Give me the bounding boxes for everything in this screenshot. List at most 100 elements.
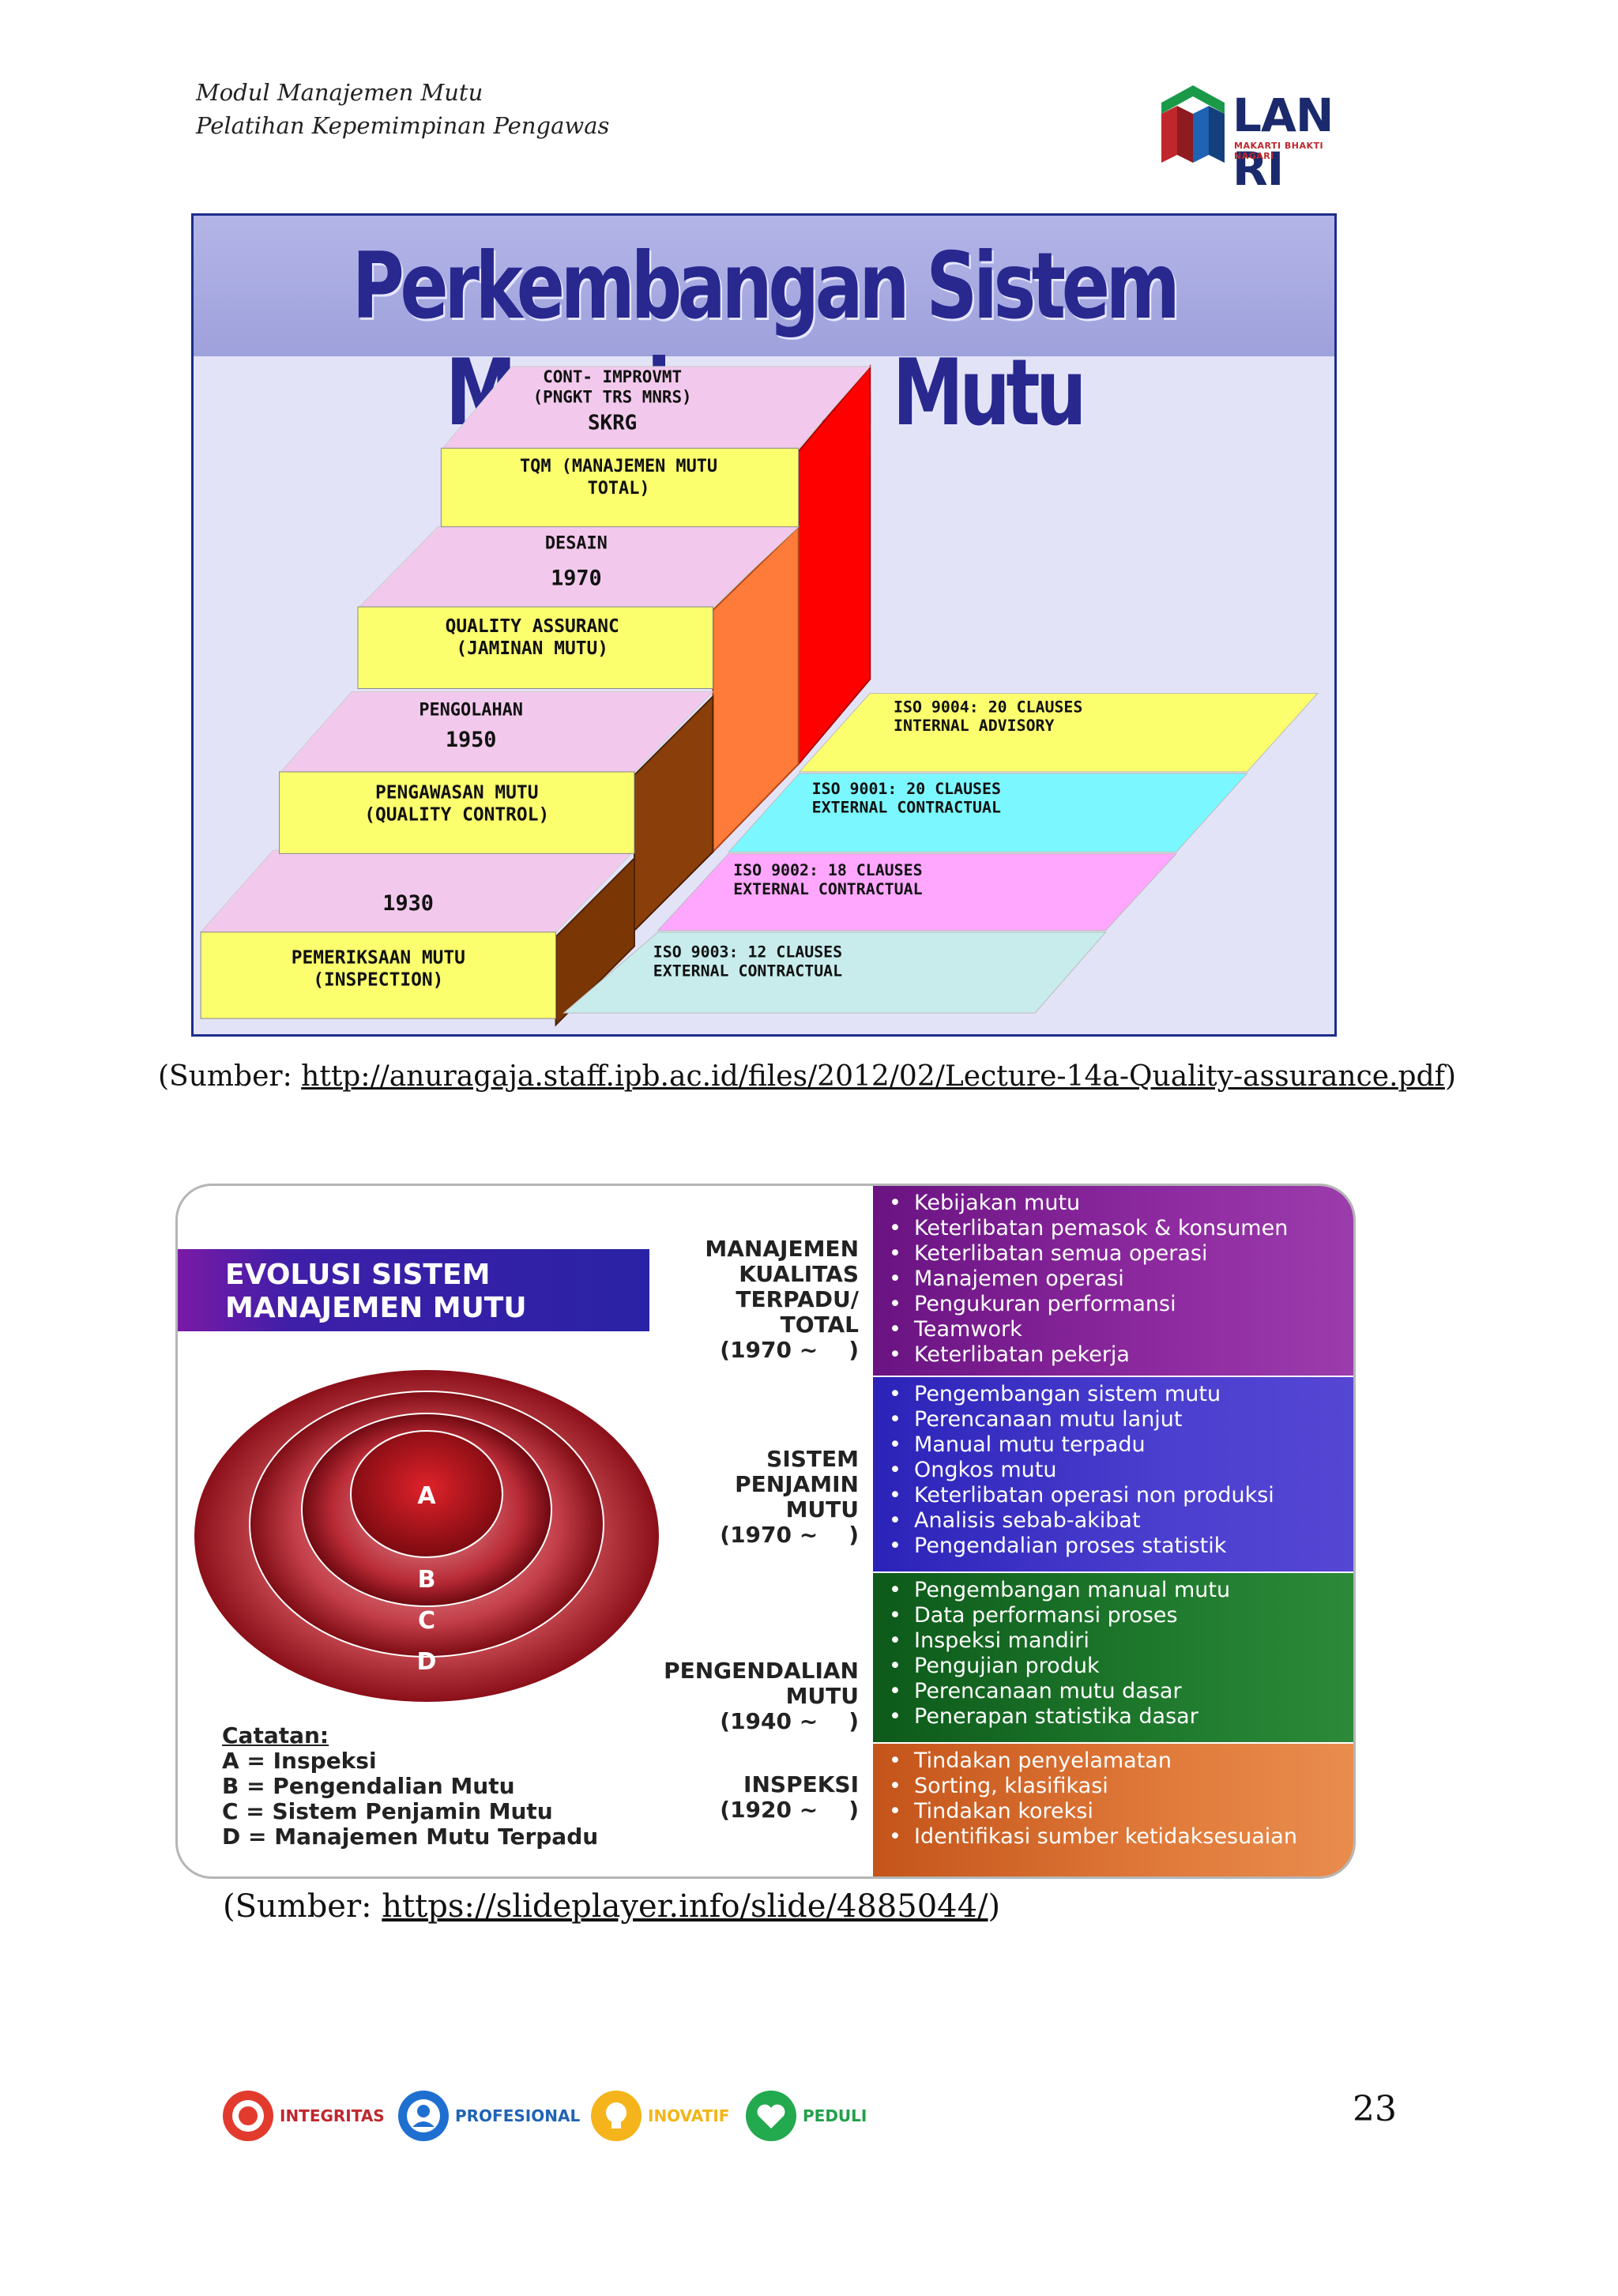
row-pm-item: Penerapan statistika dasar bbox=[889, 1704, 1353, 1730]
row-tqm-item: Keterlibatan pekerja bbox=[889, 1342, 1353, 1368]
iso9003-line2: EXTERNAL CONTRACTUAL bbox=[653, 962, 842, 980]
legend-heading: Catatan: bbox=[222, 1722, 329, 1748]
step2-year: 1950 bbox=[446, 728, 497, 752]
header-module-title: Modul Manajemen Mutu bbox=[196, 79, 484, 106]
iso9002-line1: ISO 9002: 18 CLAUSES bbox=[733, 861, 922, 879]
step4-now: SKRG bbox=[588, 411, 637, 435]
iso9003-platform bbox=[563, 932, 1107, 1014]
level-spm-label: SISTEM PENJAMIN MUTU (1970 ~ ) bbox=[720, 1447, 859, 1548]
row-pm-item: Pengujian produk bbox=[889, 1654, 1353, 1679]
page-number: 23 bbox=[1353, 2089, 1397, 2129]
figure1-title-band bbox=[194, 216, 1334, 356]
step2-front bbox=[279, 771, 635, 854]
legend-a: A = Inspeksi bbox=[222, 1748, 377, 1774]
level-tqm-line2: KUALITAS bbox=[739, 1261, 859, 1287]
row-insp-item: Sorting, klasifikasi bbox=[889, 1774, 1353, 1799]
iso9004-line2: INTERNAL ADVISORY bbox=[894, 717, 1054, 735]
step3-year: 1970 bbox=[551, 566, 602, 590]
level-pm-year: (1940 ~ ) bbox=[720, 1708, 859, 1734]
row-tqm: Kebijakan mutu Keterlibatan pemasok & ko… bbox=[873, 1186, 1353, 1376]
figure2-source-link[interactable]: https://slideplayer.info/slide/4885044/ bbox=[382, 1888, 988, 1925]
level-pm-line1: PENGENDALIAN bbox=[664, 1658, 859, 1684]
figure1-source-link[interactable]: http://anuragaja.staff.ipb.ac.id/files/2… bbox=[301, 1060, 1445, 1093]
step1-label-line1: PEMERIKSAAN MUTU bbox=[292, 948, 465, 969]
level-spm-line3: MUTU bbox=[785, 1496, 859, 1523]
step1-year: 1930 bbox=[382, 891, 434, 916]
figure1-source-prefix: (Sumber: bbox=[158, 1060, 302, 1093]
circle-label-d: D bbox=[417, 1648, 437, 1676]
row-tqm-item: Keterlibatan pemasok & konsumen bbox=[889, 1216, 1353, 1241]
iso9002-line2: EXTERNAL CONTRACTUAL bbox=[733, 880, 922, 898]
row-tqm-item: Manajemen operasi bbox=[889, 1267, 1353, 1292]
logo-text: LAN RI bbox=[1232, 88, 1334, 196]
heart-hands-icon bbox=[746, 2091, 796, 2141]
iso9001-line2: EXTERNAL CONTRACTUAL bbox=[812, 799, 1001, 817]
logo-subtitle: MAKARTI BHAKTI NAGARI bbox=[1234, 141, 1324, 161]
level-tqm-line4: TOTAL bbox=[780, 1312, 859, 1338]
row-tqm-item: Teamwork bbox=[889, 1317, 1353, 1342]
evolution-title-line1: EVOLUSI SISTEM bbox=[225, 1259, 491, 1291]
row-spm-item: Analisis sebab-akibat bbox=[889, 1508, 1353, 1534]
step4-front bbox=[440, 447, 800, 528]
level-insp-line1: INSPEKSI bbox=[743, 1771, 859, 1797]
row-insp-item: Tindakan koreksi bbox=[889, 1799, 1353, 1824]
circle-label-a: A bbox=[417, 1482, 436, 1510]
lan-ri-logo: LAN RI MAKARTI BHAKTI NAGARI bbox=[1155, 79, 1362, 196]
level-labels: MANAJEMEN KUALITAS TERPADU/ TOTAL (1970 … bbox=[620, 1186, 859, 1876]
step4-label-line1: TQM (MANAJEMEN MUTU bbox=[520, 457, 717, 476]
value-peduli: PEDULI bbox=[744, 2087, 867, 2144]
level-pm-line2: MUTU bbox=[785, 1683, 859, 1709]
row-spm-item: Manual mutu terpadu bbox=[889, 1432, 1353, 1458]
level-tqm-label: MANAJEMEN KUALITAS TERPADU/ TOTAL (1970 … bbox=[705, 1236, 859, 1363]
row-insp: Tindakan penyelamatan Sorting, klasifika… bbox=[873, 1744, 1353, 1876]
legend-c: C = Sistem Penjamin Mutu bbox=[222, 1798, 553, 1824]
row-insp-item: Identifikasi sumber ketidaksesuaian bbox=[889, 1824, 1353, 1850]
iso9001-platform bbox=[728, 773, 1248, 853]
staircase-diagram: 1930 PEMERIKSAAN MUTU (INSPECTION) PENGO… bbox=[200, 364, 1319, 1027]
evolution-detail-rows: Kebijakan mutu Keterlibatan pemasok & ko… bbox=[873, 1186, 1353, 1876]
row-spm-item: Ongkos mutu bbox=[889, 1458, 1353, 1483]
iso9004-platform bbox=[798, 693, 1319, 773]
row-insp-item: Tindakan penyelamatan bbox=[889, 1748, 1353, 1774]
lan-ri-logo-mark bbox=[1161, 85, 1225, 163]
level-spm-line1: SISTEM bbox=[766, 1446, 859, 1472]
evolution-title-band bbox=[178, 1249, 649, 1331]
step1-label-line2: (INSPECTION) bbox=[313, 969, 443, 990]
figure2-source-suffix: ) bbox=[988, 1888, 1001, 1925]
step3-front bbox=[357, 606, 713, 690]
circle-a bbox=[350, 1430, 503, 1558]
row-pm: Pengembangan manual mutu Data performans… bbox=[873, 1573, 1353, 1742]
level-pm-label: PENGENDALIAN MUTU (1940 ~ ) bbox=[664, 1658, 859, 1734]
step4-label-line2: TOTAL) bbox=[588, 479, 650, 499]
core-values-footer: INTEGRITAS PROFESIONAL INOVATIF PEDULI bbox=[221, 2087, 901, 2144]
lightbulb-icon bbox=[591, 2091, 642, 2141]
step3-process: DESAIN bbox=[545, 534, 608, 554]
figure1-source-suffix: ) bbox=[1444, 1060, 1456, 1093]
row-spm: Pengembangan sistem mutu Perencanaan mut… bbox=[873, 1377, 1353, 1571]
level-insp-year: (1920 ~ ) bbox=[720, 1797, 859, 1823]
legend-d: D = Manajemen Mutu Terpadu bbox=[222, 1824, 599, 1850]
row-tqm-item: Pengukuran performansi bbox=[889, 1292, 1353, 1317]
figure2-source: (Sumber: https://slideplayer.info/slide/… bbox=[223, 1888, 1000, 1925]
value-integritas: INTEGRITAS bbox=[221, 2087, 385, 2144]
iso9003-line1: ISO 9003: 12 CLAUSES bbox=[653, 943, 842, 962]
step4-process-line2: (PNGKT TRS MNRS) bbox=[533, 388, 692, 407]
row-spm-item: Keterlibatan operasi non produksi bbox=[889, 1483, 1353, 1508]
value-inovatif: INOVATIF bbox=[589, 2087, 729, 2144]
level-insp-label: INSPEKSI (1920 ~ ) bbox=[720, 1772, 859, 1823]
header-training-title: Pelatihan Kepemimpinan Pengawas bbox=[196, 112, 610, 139]
step2-process: PENGOLAHAN bbox=[419, 700, 523, 720]
row-spm-item: Pengendalian proses statistik bbox=[889, 1534, 1353, 1559]
evolution-title: EVOLUSI SISTEM MANAJEMEN MUTU bbox=[225, 1249, 527, 1325]
figure-quality-system-development: Perkembangan Sistem Manajemen Mutu 1930 … bbox=[191, 213, 1337, 1037]
value-peduli-label: PEDULI bbox=[803, 2106, 867, 2125]
value-profesional-label: PROFESIONAL bbox=[455, 2106, 581, 2125]
step2-label-line2: (QUALITY CONTROL) bbox=[364, 805, 549, 826]
row-pm-item: Inspeksi mandiri bbox=[889, 1628, 1353, 1654]
person-icon bbox=[398, 2091, 449, 2141]
figure2-source-prefix: (Sumber: bbox=[223, 1888, 382, 1925]
level-tqm-line3: TERPADU/ bbox=[736, 1286, 859, 1312]
row-spm-item: Perencanaan mutu lanjut bbox=[889, 1407, 1353, 1432]
value-profesional: PROFESIONAL bbox=[397, 2087, 580, 2144]
row-spm-item: Pengembangan sistem mutu bbox=[889, 1382, 1353, 1407]
